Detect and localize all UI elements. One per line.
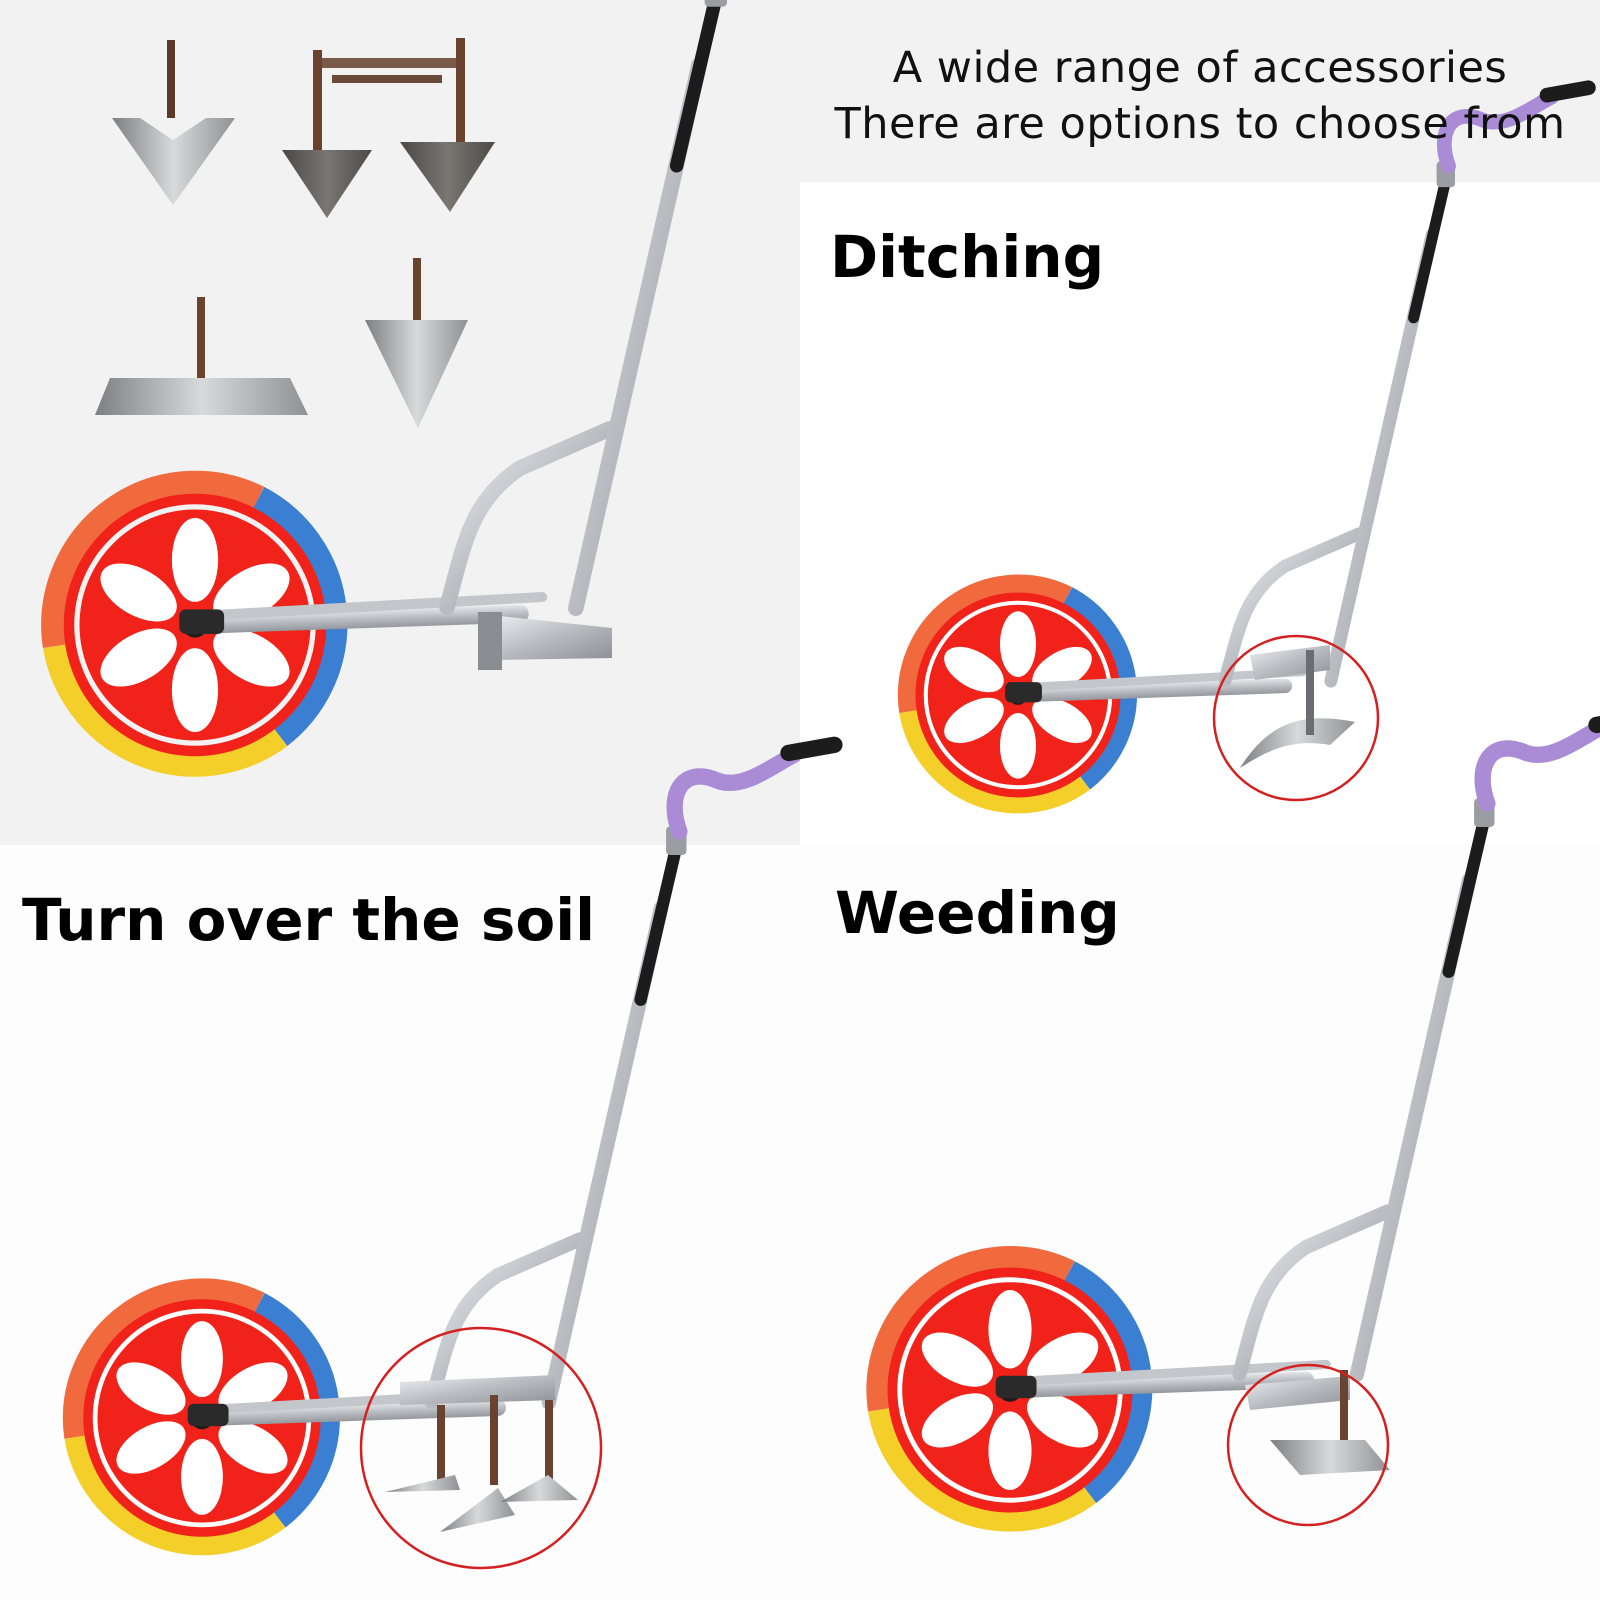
accessory-arrow-blade [112,40,235,205]
ditching-label: Ditching [830,223,1105,291]
turn-soil-cultivator [75,745,834,1543]
weeding-cultivator [879,717,1600,1519]
turn-soil-label: Turn over the soil [22,886,596,954]
accessory-spade-blade [365,258,468,428]
headline: A wide range of accessories There are op… [800,40,1600,152]
ditching-highlight-circle [1212,634,1380,802]
ditching-panel [800,182,1600,845]
accessory-double-blade [282,38,495,218]
weeding-highlight-circle [1226,1363,1390,1527]
headline-line-1: A wide range of accessories [892,43,1508,93]
header-panel [800,0,1600,182]
ditching-cultivator [909,88,1589,803]
accessory-flat-blade [95,297,308,415]
headline-line-2: There are options to choose from [834,99,1566,149]
turn-soil-highlight-circle [359,1326,603,1570]
main-hand-cultivator [55,0,890,763]
weeding-label: Weeding [835,879,1120,947]
